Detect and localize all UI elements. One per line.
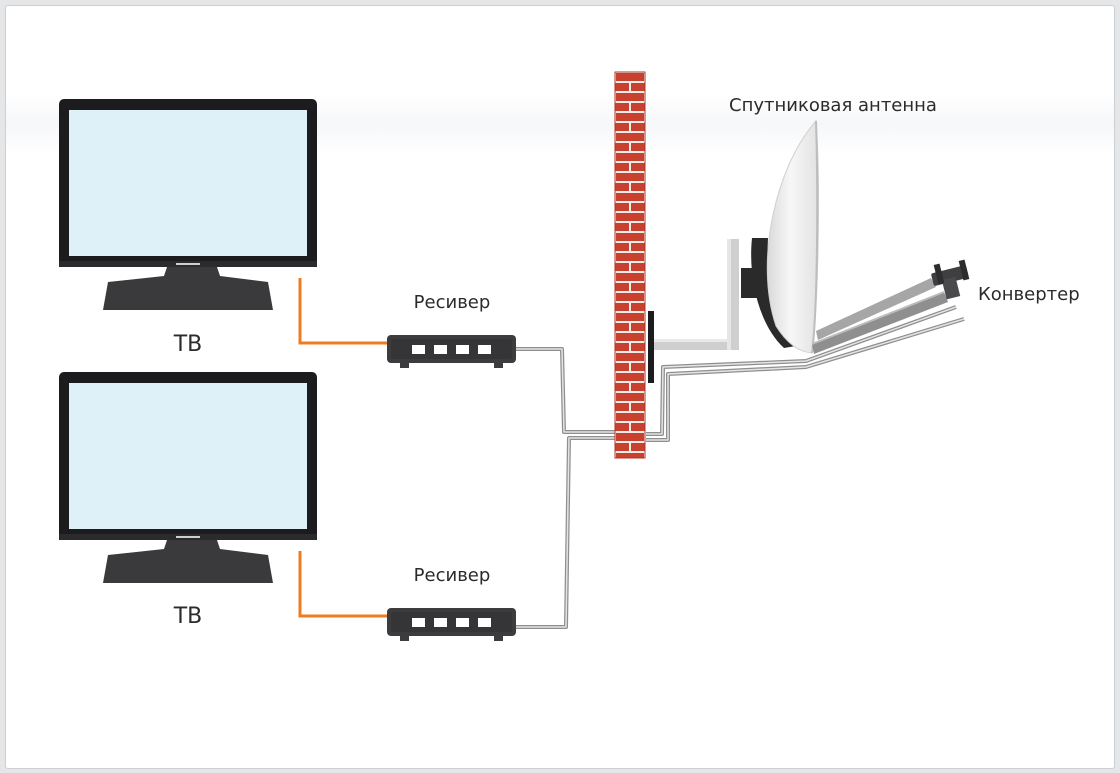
receiver-bottom: Ресивер (387, 565, 516, 641)
hdmi-cable-top (298, 278, 387, 345)
receiver-label-top: Ресивер (414, 292, 491, 313)
receiver-top: Ресивер (387, 292, 516, 368)
tv-monitor-top: ТВ (59, 99, 317, 357)
receiver-label-bottom: Ресивер (414, 565, 491, 586)
connection-diagram: ТВ ТВ Рес (59, 71, 1080, 641)
tv-label-top: ТВ (173, 332, 203, 357)
diagram-frame: ТВ ТВ Рес (5, 5, 1115, 769)
tv-label-bottom: ТВ (173, 604, 203, 629)
receiver-icon (387, 608, 516, 641)
tv-monitor-bottom: ТВ (59, 372, 317, 629)
tv-monitor-icon (59, 372, 317, 583)
wall-bracket (648, 239, 739, 383)
lnb-converter-icon (931, 259, 970, 300)
receiver-icon (387, 335, 516, 368)
brick-wall-icon (614, 71, 646, 459)
hdmi-cable-bottom (298, 551, 387, 618)
tv-monitor-icon (59, 99, 317, 310)
coax-cables (516, 305, 965, 629)
satellite-dish-icon (741, 119, 948, 354)
converter-label: Конвертер (978, 284, 1080, 305)
antenna-label: Спутниковая антенна (729, 95, 937, 116)
